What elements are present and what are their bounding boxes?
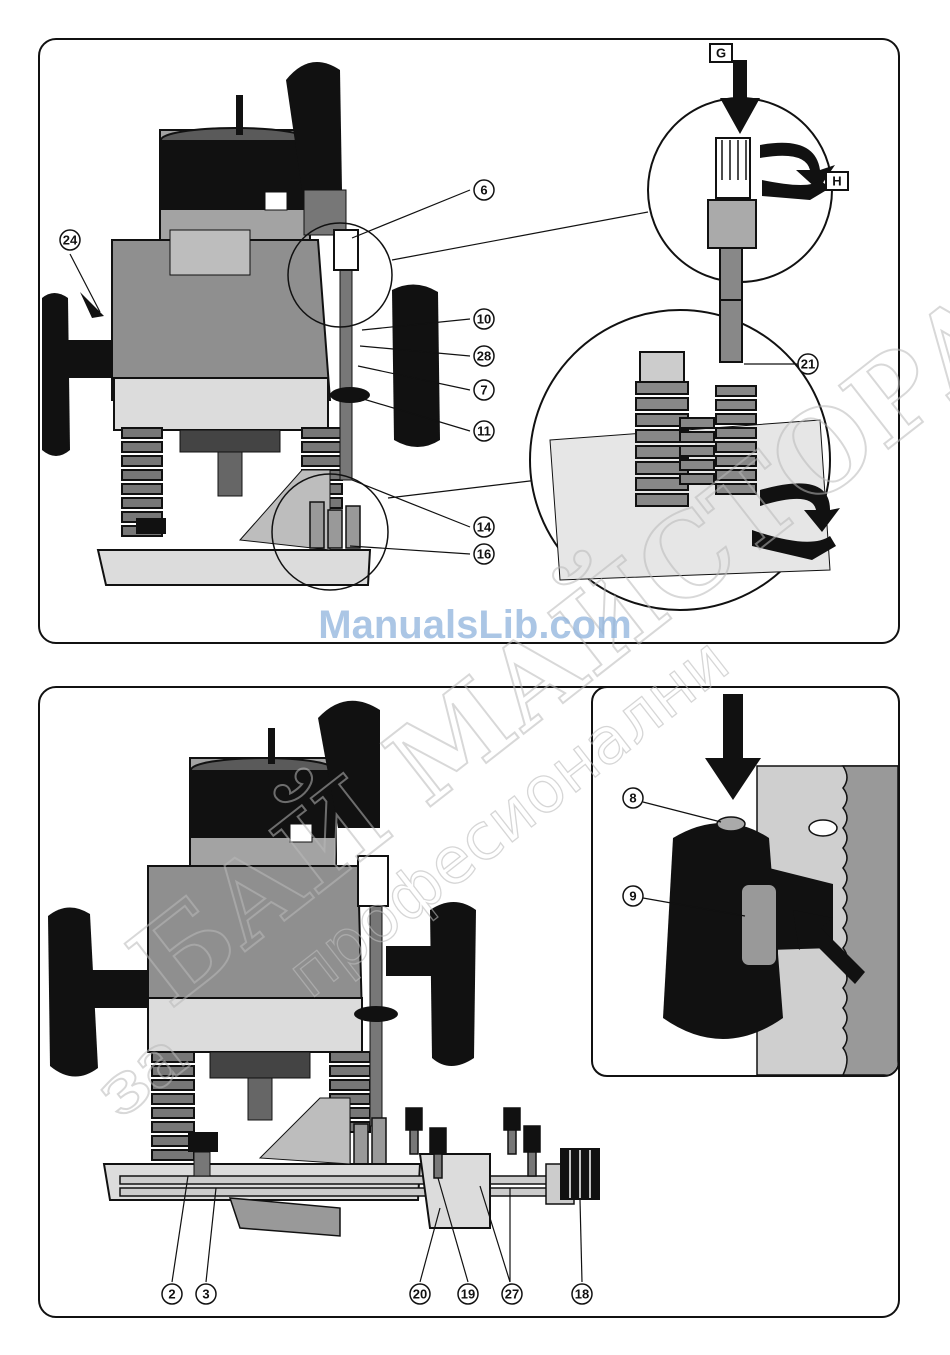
svg-text:18: 18 (575, 1287, 589, 1302)
svg-text:3: 3 (202, 1287, 209, 1302)
motor-housing (148, 866, 362, 1018)
lock-button (741, 884, 777, 966)
svg-text:6: 6 (480, 183, 487, 198)
svg-text:7: 7 (480, 383, 487, 398)
svg-text:21: 21 (801, 357, 815, 372)
callout-3: 3 (196, 1284, 216, 1304)
svg-text:10: 10 (477, 312, 491, 327)
callout-19: 19 (458, 1284, 478, 1304)
svg-text:19: 19 (461, 1287, 475, 1302)
right-handle (392, 284, 440, 447)
svg-text:28: 28 (477, 349, 491, 364)
parallel-guide (420, 1154, 490, 1228)
svg-text:9: 9 (629, 889, 636, 904)
svg-text:27: 27 (505, 1287, 519, 1302)
callout-20: 20 (410, 1284, 430, 1304)
svg-text:20: 20 (413, 1287, 427, 1302)
callout-9: 9 (623, 886, 643, 906)
figure-panel-inset: 8 9 (591, 686, 900, 1077)
callout-7: 7 (474, 380, 494, 400)
svg-text:8: 8 (629, 791, 636, 806)
router-diagram-top: G H (40, 40, 898, 642)
callout-16: 16 (474, 544, 494, 564)
callout-21: 21 (798, 354, 818, 374)
callout-24: 24 (60, 230, 80, 250)
callout-11: 11 (474, 421, 494, 441)
callout-18: 18 (572, 1284, 592, 1304)
svg-text:11: 11 (477, 424, 491, 439)
letter-h: H (832, 174, 841, 189)
callout-28: 28 (474, 346, 494, 366)
svg-text:2: 2 (168, 1287, 175, 1302)
callout-6: 6 (474, 180, 494, 200)
svg-text:14: 14 (477, 520, 492, 535)
callout-27: 27 (502, 1284, 522, 1304)
base-plate (98, 550, 370, 585)
svg-text:16: 16 (477, 547, 491, 562)
letter-g: G (716, 46, 726, 61)
callout-10: 10 (474, 309, 494, 329)
callout-14: 14 (474, 517, 494, 537)
arrow-down (705, 694, 761, 800)
right-handle (430, 902, 476, 1066)
spring-left (152, 1052, 194, 1174)
figure-panel-top: G H (38, 38, 900, 644)
left-handle (42, 293, 70, 456)
handle-lock-diagram: 8 9 (593, 688, 898, 1075)
svg-text:24: 24 (63, 233, 78, 248)
callout-8: 8 (623, 788, 643, 808)
left-handle (48, 907, 98, 1076)
callout-2: 2 (162, 1284, 182, 1304)
